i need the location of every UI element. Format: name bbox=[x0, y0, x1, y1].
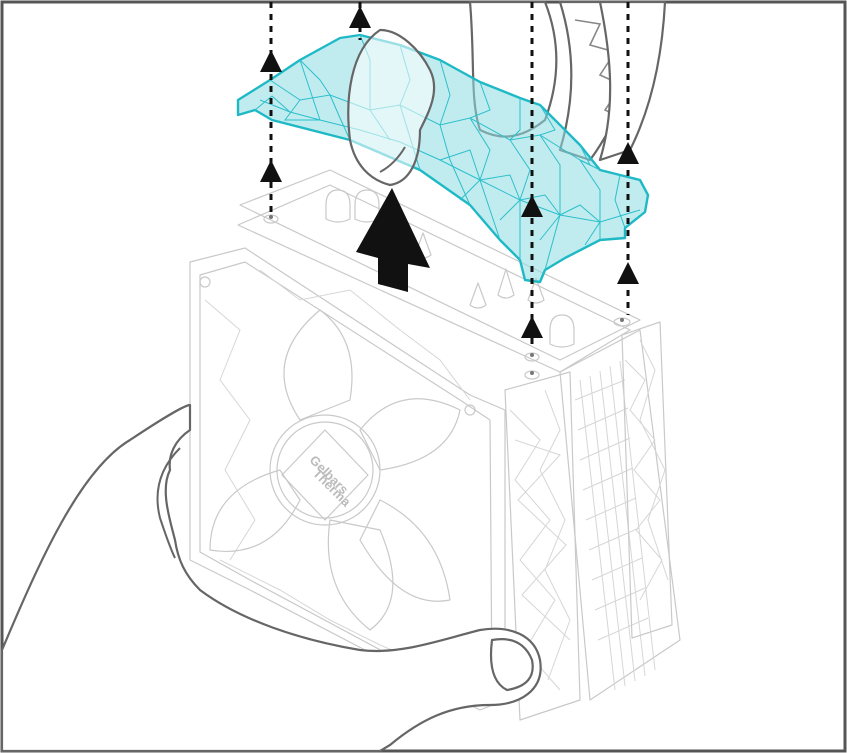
arrow-up-icon bbox=[260, 50, 282, 72]
thumb-nail bbox=[489, 638, 534, 692]
arrow-up-icon bbox=[617, 142, 639, 164]
up-arrows bbox=[260, 6, 639, 338]
heatsink-fins bbox=[574, 360, 656, 691]
heatsink-body bbox=[237, 169, 681, 721]
top-cover-part bbox=[236, 28, 650, 284]
arrow-up-icon bbox=[617, 262, 639, 284]
arrow-up-icon bbox=[349, 6, 371, 28]
holding-hand bbox=[0, 403, 542, 753]
arrow-up-icon bbox=[521, 316, 543, 338]
arrow-up-icon bbox=[521, 195, 543, 217]
arrow-up-icon bbox=[260, 160, 282, 182]
screw-posts bbox=[263, 214, 631, 380]
large-lift-arrow-icon bbox=[356, 188, 430, 292]
